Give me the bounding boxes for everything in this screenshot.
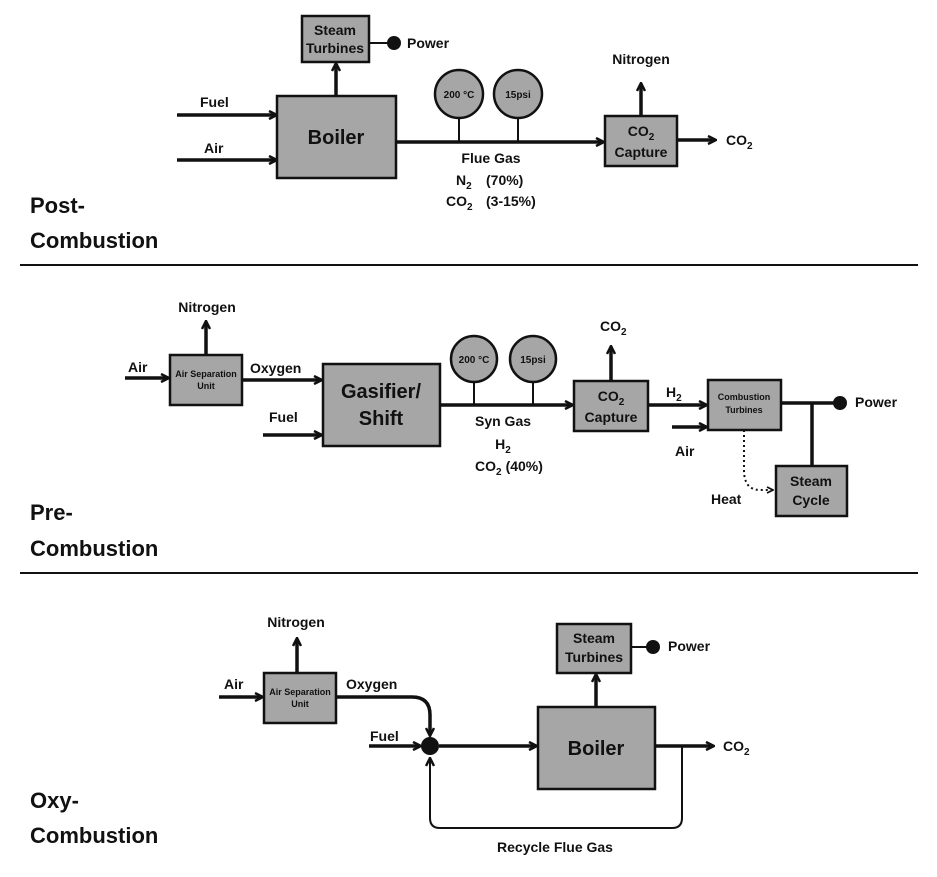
oxy-boiler-label: Boiler	[568, 738, 625, 760]
pre-heat-arrow	[743, 430, 772, 490]
pre-pressure-label: 15psi	[520, 355, 546, 366]
post-co2-pct: (3-15%)	[486, 193, 536, 209]
oxy-co2-out-label: CO2	[723, 738, 750, 758]
pre-gasifier-label-1: Gasifier/	[341, 381, 421, 403]
oxy-asu-box	[262, 671, 338, 725]
pre-steam-cycle-box	[774, 464, 849, 518]
oxy-section-title-1: Oxy-	[30, 788, 79, 813]
oxy-power-dot	[646, 640, 660, 654]
post-section-title-2: Combustion	[30, 228, 158, 253]
pre-ct-label-1: Combustion	[718, 392, 771, 402]
oxy-boiler-box	[536, 705, 657, 791]
pre-combustion-section: Air Air Separation Unit Nitrogen Oxygen …	[30, 299, 898, 561]
pre-co2-top-label: CO2	[600, 318, 627, 338]
oxy-oxygen-label: Oxygen	[346, 676, 397, 692]
pre-gasifier-box	[321, 362, 442, 448]
pre-asu-label-2: Unit	[197, 381, 215, 391]
pre-pressure-gauge	[508, 334, 558, 384]
pre-syngas-label: Syn Gas	[475, 413, 531, 429]
pre-steam-cycle-label-1: Steam	[790, 473, 832, 489]
post-nitrogen-label: Nitrogen	[612, 51, 670, 67]
pre-temp-label: 200 °C	[459, 355, 490, 366]
post-boiler-box	[275, 94, 398, 180]
post-steam-turbines-box	[300, 14, 371, 64]
pre-air-label: Air	[128, 359, 148, 375]
post-n2-label: N2	[456, 172, 472, 192]
oxy-asu-label-1: Air Separation	[269, 687, 331, 697]
pre-oxygen-label: Oxygen	[250, 360, 301, 376]
pre-asu-label-1: Air Separation	[175, 369, 237, 379]
post-steam-turbines-label-1: Steam	[314, 22, 356, 38]
pre-h2-flow-label: H2	[666, 384, 682, 404]
pre-h2-label: H2	[495, 436, 511, 456]
oxy-mixing-node	[421, 737, 439, 755]
post-steam-turbines-label-2: Turbines	[306, 40, 364, 56]
oxy-steam-turbines-label-2: Turbines	[565, 649, 623, 665]
pre-section-title-1: Pre-	[30, 500, 73, 525]
oxy-steam-turbines-box	[555, 622, 633, 675]
oxy-steam-turbines-label-1: Steam	[573, 630, 615, 646]
oxy-air-label: Air	[224, 676, 244, 692]
oxy-combustion-section: Air Air Separation Unit Nitrogen Oxygen …	[30, 614, 750, 855]
pre-capture-co2-label: CO2	[598, 388, 625, 408]
post-temp-label: 200 °C	[444, 90, 475, 101]
pre-steam-cycle-label-2: Cycle	[792, 492, 830, 508]
post-co2-out-label: CO2	[726, 132, 753, 152]
post-air-label: Air	[204, 140, 224, 156]
oxy-recycle-arrow	[430, 746, 683, 829]
oxy-nitrogen-label: Nitrogen	[267, 614, 325, 630]
post-flue-gas-label: Flue Gas	[461, 150, 520, 166]
post-co2-label: CO2	[446, 193, 473, 213]
oxy-section-title-2: Combustion	[30, 823, 158, 848]
pre-temp-gauge	[449, 334, 499, 384]
pre-power-dot	[833, 396, 847, 410]
post-n2-pct: (70%)	[486, 172, 523, 188]
post-power-dot	[387, 36, 401, 50]
pre-nitrogen-label: Nitrogen	[178, 299, 236, 315]
pre-air2-label: Air	[675, 443, 695, 459]
post-pressure-label: 15psi	[505, 90, 531, 101]
pre-fuel-label: Fuel	[269, 409, 298, 425]
post-temp-gauge	[433, 68, 485, 120]
oxy-power-label: Power	[668, 638, 711, 654]
pre-ct-label-2: Turbines	[725, 405, 762, 415]
post-combustion-section: Fuel Air Boiler Steam Turbines Power 200…	[30, 14, 753, 253]
pre-section-title-2: Combustion	[30, 536, 158, 561]
oxy-fuel-label: Fuel	[370, 728, 399, 744]
pre-heat-label: Heat	[711, 491, 742, 507]
oxy-asu-label-2: Unit	[291, 699, 309, 709]
pre-capture-label: Capture	[585, 409, 638, 425]
post-power-label: Power	[407, 35, 450, 51]
oxy-oxygen-arrow	[336, 695, 430, 735]
pre-power-label: Power	[855, 394, 898, 410]
post-boiler-label: Boiler	[308, 127, 365, 149]
post-co2-capture-box	[603, 114, 679, 168]
post-capture-co2-label: CO2	[628, 123, 655, 143]
post-capture-label: Capture	[615, 144, 668, 160]
pre-co2-label: CO2(40%)	[475, 458, 543, 478]
post-pressure-gauge	[492, 68, 544, 120]
oxy-recycle-label: Recycle Flue Gas	[497, 839, 613, 855]
pre-gasifier-label-2: Shift	[359, 408, 404, 430]
post-section-title-1: Post-	[30, 193, 85, 218]
pre-asu-box	[168, 353, 244, 407]
post-fuel-label: Fuel	[200, 94, 229, 110]
